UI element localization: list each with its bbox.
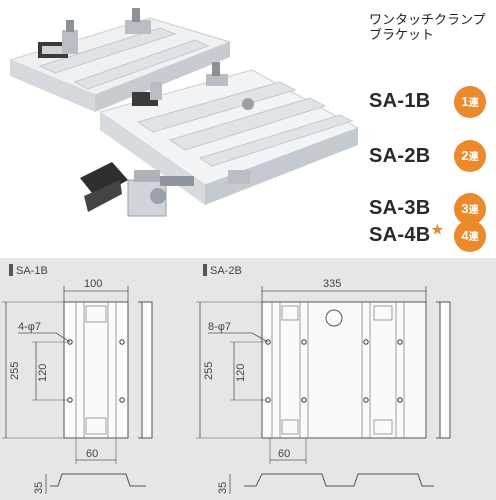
sa2b-thick: 35: [217, 482, 229, 494]
sa2b-width: 335: [323, 278, 341, 290]
sa1b-thick: 35: [33, 482, 45, 494]
product-title: ワンタッチクランプ ブラケット: [369, 12, 486, 42]
sa1b-width: 100: [84, 278, 102, 290]
badge-3-ren: 3連: [454, 193, 486, 225]
model-sa2b: SA-2B: [369, 145, 431, 167]
sa1b-height: 255: [9, 362, 21, 380]
sa2b-height: 255: [203, 362, 215, 380]
badge-1-ren: 1連: [454, 86, 486, 118]
badge-4-ren: 4連: [454, 220, 486, 252]
dimension-drawing-panel: SA-1B 100 4-φ7 25: [0, 258, 496, 500]
sa2b-holes: 8-φ7: [208, 321, 231, 333]
product-photo: [0, 0, 362, 256]
model-sa1b: SA-1B: [369, 90, 431, 112]
clamp-parts-image: [80, 162, 194, 217]
sa2b-pitch: 120: [235, 364, 247, 382]
sa1b-bracket-image: [8, 8, 232, 112]
star-icon: ★: [431, 222, 444, 237]
sa2b-bracket-image: [98, 62, 360, 205]
sa2b-drawing: SA-2B 335: [196, 264, 451, 494]
sa1b-bottom: 60: [86, 448, 98, 460]
sa1b-label: SA-1B: [16, 265, 48, 277]
sa1b-drawing: SA-1B 100 4-φ7 25: [2, 264, 153, 494]
model-sa3b: SA-3B: [369, 197, 431, 219]
sa1b-holes: 4-φ7: [18, 321, 41, 333]
sa1b-pitch: 120: [37, 364, 49, 382]
sa2b-label: SA-2B: [210, 265, 242, 277]
model-sa4b: SA-4B★: [369, 222, 444, 246]
badge-2-ren: 2連: [454, 140, 486, 172]
sa2b-bottom: 60: [278, 448, 290, 460]
